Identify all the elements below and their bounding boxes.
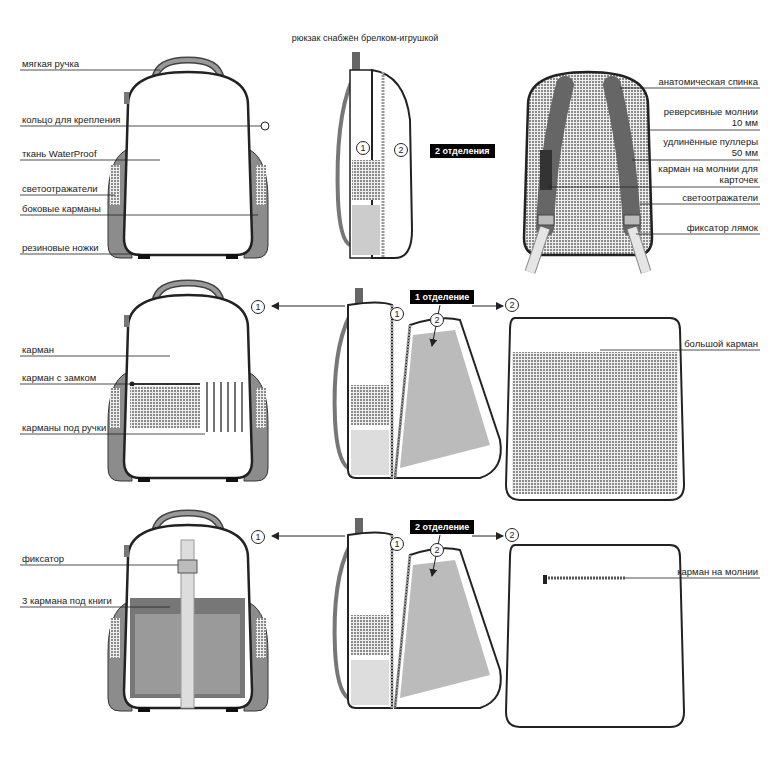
callout-label: реверсивные молнии 10 мм: [658, 106, 758, 128]
callout-label: карман: [22, 344, 54, 355]
node-text: 1: [394, 540, 399, 549]
node-text: 2: [509, 301, 514, 310]
node-text: 1 отделение: [415, 292, 469, 302]
callout-label: светоотражатели: [22, 183, 98, 194]
callout-number: 2: [505, 298, 519, 312]
callout-label: ткань WaterProof: [22, 148, 97, 159]
node-text: 2: [509, 531, 514, 540]
callout-label: светоотражатели: [682, 192, 758, 203]
callout-number: 1: [251, 300, 265, 314]
callout-number: 1: [356, 141, 370, 155]
section-label: 2 отделения: [430, 144, 495, 158]
node-text: 2 отделение: [415, 522, 469, 532]
callout-label: резиновые ножки: [22, 242, 99, 253]
node-text: 2: [398, 146, 403, 155]
callout-number: 2: [394, 143, 408, 157]
section-label: 2 отделение: [410, 520, 474, 534]
callout-label: анатомическая спинка: [659, 76, 758, 87]
node-text: 1: [255, 533, 260, 542]
callout-number: 1: [390, 307, 404, 321]
callout-label: мягкая ручка: [22, 58, 79, 69]
node-text: 2: [434, 546, 439, 555]
node-text: 2: [434, 316, 439, 325]
callout-number: 1: [390, 537, 404, 551]
callout-label: удлинённые пуллеры 50 мм: [658, 136, 758, 158]
title: рюкзак снабжён брелком-игрушкой: [200, 33, 530, 44]
callout-number: 2: [505, 528, 519, 542]
callout-number: 2: [430, 543, 444, 557]
callout-label: карман с замком: [22, 372, 96, 383]
node-text: 1: [255, 303, 260, 312]
callout-label: 3 кармана под книги: [22, 595, 112, 606]
node-text: 1: [394, 310, 399, 319]
callout-label: карман на молнии: [677, 566, 758, 577]
callout-label: карманы под ручки: [22, 422, 106, 433]
callout-label: карман на молнии для карточек: [658, 163, 758, 185]
node-text: 1: [360, 144, 365, 153]
node-text: 2 отделения: [435, 146, 490, 156]
callout-label: боковые карманы: [22, 203, 101, 214]
callout-number: 2: [430, 313, 444, 327]
callout-number: 1: [251, 530, 265, 544]
callout-label: большой карман: [684, 338, 758, 349]
section-label: 1 отделение: [410, 290, 474, 304]
callout-label: фиксатор: [22, 553, 64, 564]
callout-label: кольцо для крепления: [22, 114, 120, 125]
callout-label: фиксатор лямок: [687, 222, 758, 233]
